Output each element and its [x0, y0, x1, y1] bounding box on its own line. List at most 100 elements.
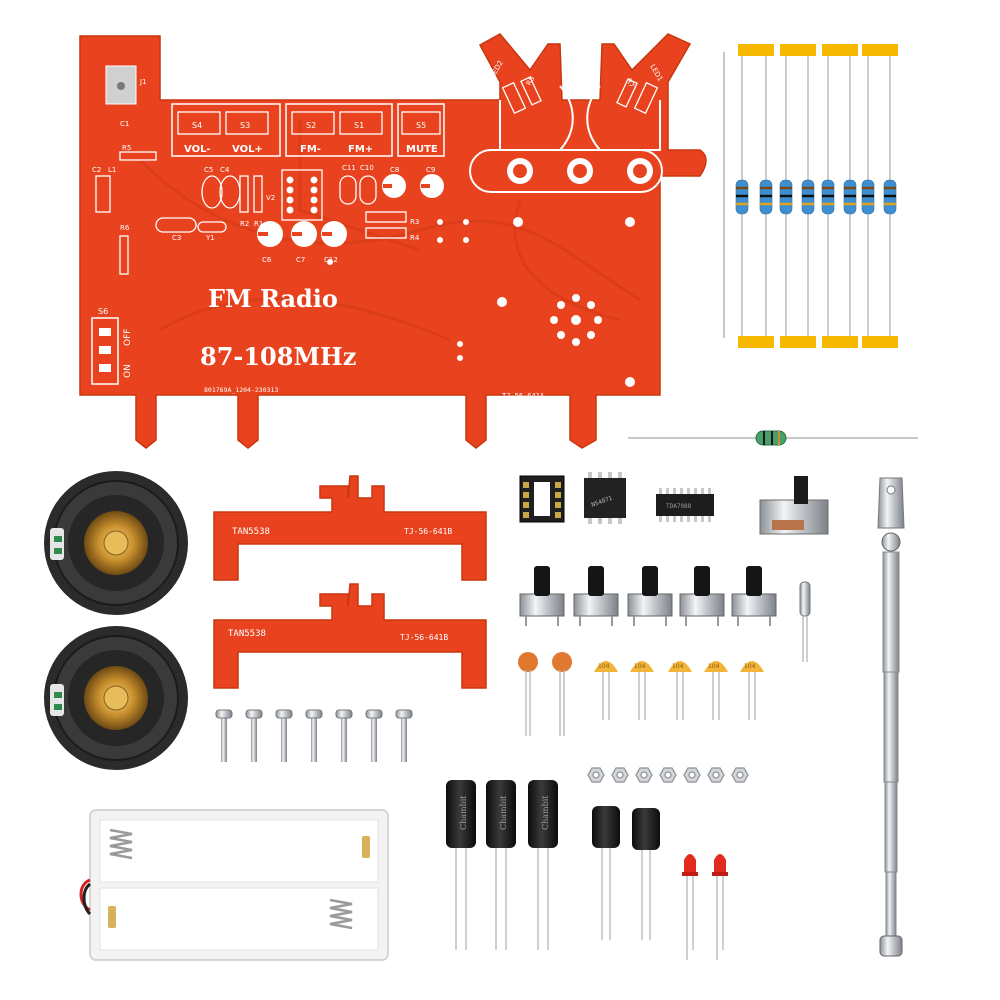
svg-text:R6: R6 — [120, 224, 130, 232]
bracket-label-left: TAN5538 — [232, 527, 270, 537]
speaker-top — [44, 471, 188, 615]
svg-text:104: 104 — [708, 663, 720, 670]
svg-text:C3: C3 — [172, 234, 181, 242]
resistor-bands — [736, 186, 896, 206]
svg-text:104: 104 — [634, 663, 646, 670]
pcb-serial: 801769A_1204-230313 — [204, 386, 278, 394]
ceramic-capacitor: 104 — [630, 661, 654, 720]
svg-text:C6: C6 — [262, 256, 272, 264]
svg-text:R2: R2 — [240, 220, 249, 228]
disc-capacitors — [518, 652, 572, 736]
component-footprints — [95, 151, 407, 275]
screws — [215, 709, 413, 762]
pcb-switch-on: ON — [123, 364, 133, 378]
ceramic-capacitor: 104 — [668, 661, 692, 720]
electrolytic-footprints — [257, 174, 444, 247]
pcb-switch-off: OFF — [123, 329, 133, 346]
pcb-group-label: FM+ — [348, 144, 373, 155]
svg-text:R5: R5 — [122, 144, 131, 152]
bracket-top: TAN5538 TJ-56-641B — [213, 475, 487, 581]
switch-footprints — [177, 111, 441, 135]
pcb-designator-r7: R7 — [624, 77, 636, 89]
tactile-button — [679, 566, 725, 626]
pcb-switch-label: S2 — [306, 121, 316, 130]
tactile-buttons — [519, 566, 777, 626]
pcb-switch-label: S4 — [192, 121, 202, 130]
telescopic-antenna — [877, 477, 905, 957]
pcb-group-label: MUTE — [406, 144, 438, 155]
svg-text:104: 104 — [744, 663, 756, 670]
svg-text:C11: C11 — [342, 164, 356, 172]
electrolytic-capacitor: Chambit — [446, 780, 476, 950]
slide-switch — [759, 476, 829, 535]
pcb-group-label: FM- — [300, 144, 321, 155]
svg-text:R4: R4 — [410, 234, 420, 242]
screw — [395, 709, 413, 762]
tactile-button — [731, 566, 777, 626]
pcb-designator-r8: R8 — [525, 75, 537, 87]
speaker-bottom — [44, 626, 188, 770]
electrolytic-capacitor-small — [632, 808, 660, 940]
svg-text:C8: C8 — [390, 166, 399, 174]
svg-text:R3: R3 — [410, 218, 419, 226]
svg-text:C2: C2 — [92, 166, 101, 174]
svg-text:Chambit: Chambit — [541, 795, 550, 830]
pcb-title: FM Radio — [208, 284, 338, 313]
battery-holder — [79, 809, 389, 961]
svg-text:104: 104 — [598, 663, 610, 670]
pcb-board-code: TJ-56-641A — [502, 392, 545, 400]
svg-text:C5: C5 — [204, 166, 213, 174]
svg-text:J1: J1 — [139, 78, 147, 86]
svg-text:C10: C10 — [360, 164, 374, 172]
svg-text:Chambit: Chambit — [459, 795, 468, 830]
power-switch-pads — [99, 328, 111, 372]
electrolytic-polarity — [258, 184, 430, 236]
nut — [731, 767, 749, 783]
svg-text:R1: R1 — [254, 220, 263, 228]
red-led — [712, 854, 728, 960]
vias — [327, 217, 635, 387]
screw — [305, 709, 323, 762]
screw — [335, 709, 353, 762]
svg-text:L1: L1 — [108, 166, 116, 174]
screw — [275, 709, 293, 762]
button-area — [171, 103, 445, 157]
nut — [587, 767, 605, 783]
bracket-bottom: TAN5538 TJ-56-641B — [213, 583, 487, 689]
inductor — [628, 430, 918, 446]
pcb-switch-label: S1 — [354, 121, 364, 130]
tactile-button — [519, 566, 565, 626]
bracket-label-left: TAN5538 — [228, 629, 266, 639]
pcb-group-label: VOL+ — [232, 144, 263, 155]
bracket-label-right: TJ-56-641B — [400, 633, 448, 642]
electrolytic-capacitor-small — [592, 806, 620, 940]
electrolytic-capacitors: Chambit Chambit Chambit — [446, 780, 660, 950]
tactile-button — [627, 566, 673, 626]
speaker-vents — [550, 294, 602, 346]
ic-pads — [286, 176, 318, 214]
bracket-label-right: TJ-56-641B — [404, 527, 452, 536]
svg-text:Chambit: Chambit — [499, 795, 508, 830]
main-pcb: S4 S3 S2 S1 S5 VOL- VOL+ FM- FM+ MUTE J1… — [79, 33, 707, 449]
svg-text:C4: C4 — [220, 166, 230, 174]
nut — [635, 767, 653, 783]
power-switch-footprint — [91, 317, 119, 385]
pcb-frequency: 87-108MHz — [200, 342, 356, 371]
resistor-tape — [723, 44, 898, 348]
nut — [707, 767, 725, 783]
crystal — [799, 581, 811, 662]
svg-text:104: 104 — [672, 663, 684, 670]
pcb-switch-label: S5 — [416, 121, 426, 130]
nut — [659, 767, 677, 783]
screw — [365, 709, 383, 762]
ic-marking: TDA7088 — [666, 503, 692, 510]
jack-hole — [117, 82, 125, 90]
screw — [215, 709, 233, 762]
battery-spring — [329, 898, 353, 930]
resistor-strip — [738, 44, 898, 348]
led-footprints — [501, 76, 659, 115]
electrolytic-capacitor: Chambit — [486, 780, 516, 950]
svg-text:Y1: Y1 — [205, 234, 215, 242]
svg-text:C1: C1 — [120, 120, 129, 128]
